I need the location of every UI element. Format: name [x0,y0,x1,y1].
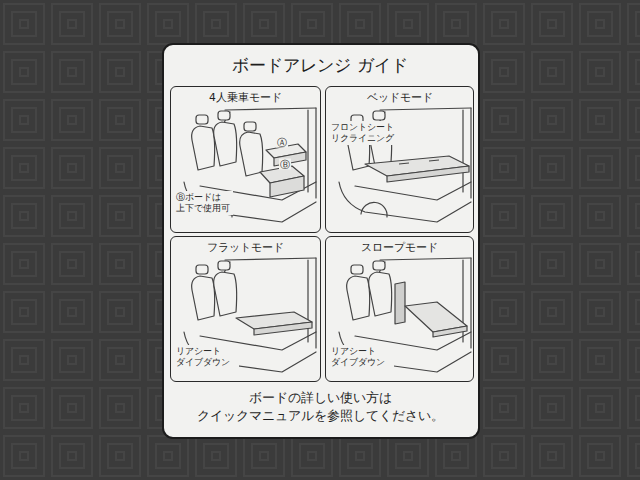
mode-panel: ベッドモードフロントシート リクライニング [325,86,474,233]
mode-heading: スロープモード [326,240,473,255]
mode-heading: ベッドモード [326,90,473,105]
mode-note: リアシート ダイブダウン [175,345,239,369]
mode-note: フロントシート リクライニング [330,121,404,145]
mode-heading: 4人乗車モード [171,90,320,105]
mode-note: Ⓑボードは 上下で使用可 [175,191,233,215]
mode-panel: フラットモードリアシート ダイブダウン [170,236,321,382]
callout-letter: Ⓐ [276,137,288,148]
mode-panel: スロープモードリアシート ダイブダウン [325,236,474,382]
mode-note: リアシート ダイブダウン [330,345,394,369]
guide-title: ボードアレンジ ガイド [170,54,470,76]
callout-letter: Ⓑ [279,159,291,170]
guide-footer: ボードの詳しい使い方は クイックマニュアルを参照してください。 [170,389,470,425]
mode-panel: 4人乗車モード Ⓑボードは 上下で使用可 [170,86,321,233]
mode-heading: フラットモード [171,240,320,255]
